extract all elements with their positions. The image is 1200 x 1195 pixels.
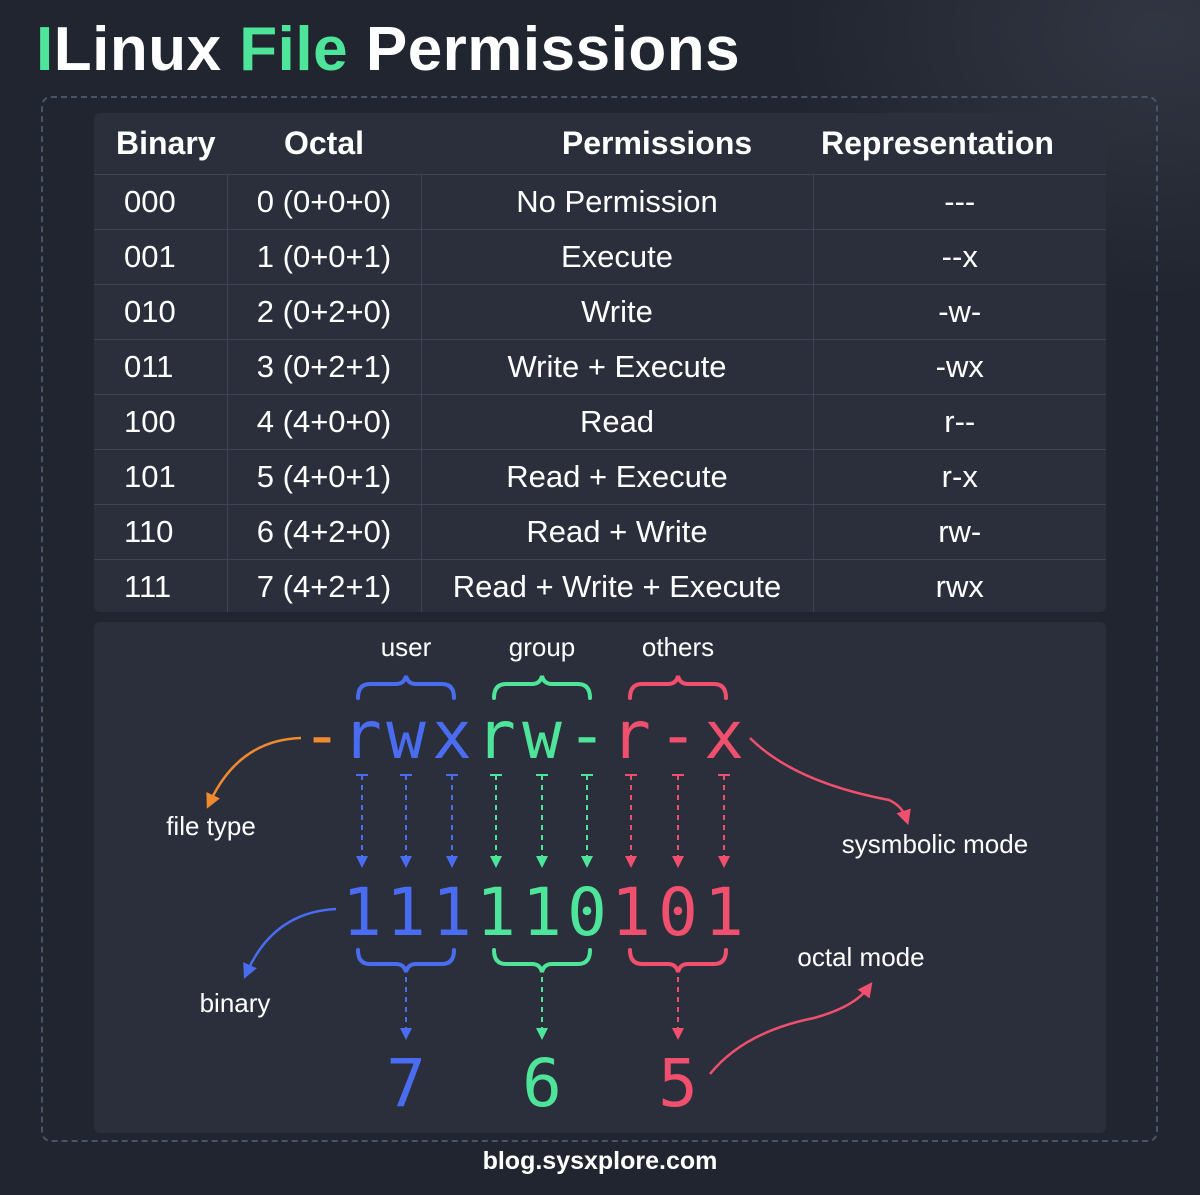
octal-digit-group: 6 — [522, 1045, 562, 1122]
bit-group-2: 0 — [567, 874, 607, 951]
arrow-octal-mode — [709, 981, 873, 1075]
cell-permission: Read + Execute — [420, 449, 813, 505]
brace-bottom-user — [356, 948, 456, 973]
cell-permission: No Permission — [420, 174, 813, 230]
symbol-others-0: r — [611, 697, 651, 774]
symbol-group-2: - — [567, 697, 607, 774]
footer-url: blog.sysxplore.com — [482, 1147, 718, 1175]
octal-digit-others: 5 — [658, 1045, 698, 1122]
cell-representation: --- — [812, 174, 1106, 230]
bit-others-0: 1 — [611, 874, 651, 951]
symbol-group-1: w — [522, 697, 562, 774]
brace-top-user — [356, 675, 456, 700]
symbol-user-0: r — [342, 697, 382, 774]
cell-representation: --x — [812, 229, 1106, 285]
symbol-others-2: x — [704, 697, 744, 774]
label-file-type: file type — [166, 811, 256, 841]
bit-group-0: 1 — [476, 874, 516, 951]
file-type-char: - — [302, 697, 342, 774]
label-user: user — [381, 632, 432, 662]
title-file: File — [239, 15, 349, 84]
cell-octal: 4 (4+0+0) — [226, 394, 421, 450]
header-permissions: Permissions — [561, 125, 753, 161]
cell-octal: 5 (4+0+1) — [226, 449, 421, 505]
symbol-others-1: - — [658, 697, 698, 774]
title-permissions: Permissions — [365, 15, 741, 84]
cell-permission: Write — [420, 284, 813, 340]
title-linux: Linux — [53, 15, 222, 84]
table-header-row: Binary Octal Permissions Representation — [94, 113, 1106, 175]
bit-group-1: 1 — [522, 874, 562, 951]
symbol-user-1: w — [386, 697, 426, 774]
arrow-file-type — [206, 736, 302, 809]
cell-binary: 010 — [94, 284, 227, 340]
symbol-user-2: x — [432, 697, 472, 774]
cell-permission: Read + Write — [420, 504, 813, 560]
header-binary: Binary — [116, 125, 216, 161]
cell-binary: 111 — [94, 559, 227, 612]
cell-octal: 7 (4+2+1) — [226, 559, 421, 612]
cell-binary: 001 — [94, 229, 227, 285]
cell-permission: Read + Write + Execute — [420, 559, 813, 612]
symbol-group-0: r — [476, 697, 516, 774]
brace-bottom-others — [628, 948, 728, 973]
cell-octal: 1 (0+0+1) — [226, 229, 421, 285]
cell-binary: 110 — [94, 504, 227, 560]
brace-bottom-group — [492, 948, 592, 973]
arrow-binary — [243, 907, 337, 979]
label-octal-mode: octal mode — [797, 942, 924, 972]
cell-representation: r-- — [812, 394, 1106, 450]
cell-permission: Read — [420, 394, 813, 450]
page-title: ILinux File Permissions — [36, 14, 740, 85]
cell-representation: rw- — [812, 504, 1106, 560]
cell-representation: r-x — [812, 449, 1106, 505]
cell-binary: 011 — [94, 339, 227, 395]
cell-binary: 000 — [94, 174, 227, 230]
bit-others-2: 1 — [704, 874, 744, 951]
permissions-table-panel: Binary Octal Permissions Representation … — [94, 113, 1106, 612]
cell-representation: -w- — [812, 284, 1106, 340]
brace-top-others — [628, 675, 728, 700]
label-symbolic-mode: sysmbolic mode — [842, 829, 1028, 859]
permissions-table: Binary Octal Permissions Representation … — [94, 113, 1106, 612]
bit-user-1: 1 — [386, 874, 426, 951]
arrow-symbolic-mode — [749, 737, 911, 826]
dashed-frame — [41, 96, 1158, 1142]
cell-representation: -wx — [812, 339, 1106, 395]
cell-permission: Execute — [420, 229, 813, 285]
cell-octal: 0 (0+0+0) — [226, 174, 421, 230]
cell-octal: 2 (0+2+0) — [226, 284, 421, 340]
label-group: group — [509, 632, 576, 662]
bit-user-2: 1 — [432, 874, 472, 951]
header-octal: Octal — [283, 125, 365, 161]
bit-user-0: 1 — [342, 874, 382, 951]
brace-top-group — [492, 675, 592, 700]
cell-permission: Write + Execute — [420, 339, 813, 395]
cell-representation: rwx — [812, 559, 1106, 612]
label-binary: binary — [200, 988, 271, 1018]
cell-octal: 3 (0+2+1) — [226, 339, 421, 395]
octal-digit-user: 7 — [386, 1045, 426, 1122]
bit-others-1: 0 — [658, 874, 698, 951]
cell-binary: 100 — [94, 394, 227, 450]
cell-octal: 6 (4+2+0) — [226, 504, 421, 560]
title-bar-mark: I — [36, 15, 54, 84]
cell-binary: 101 — [94, 449, 227, 505]
header-representation: Representation — [821, 125, 1054, 161]
label-others: others — [642, 632, 714, 662]
